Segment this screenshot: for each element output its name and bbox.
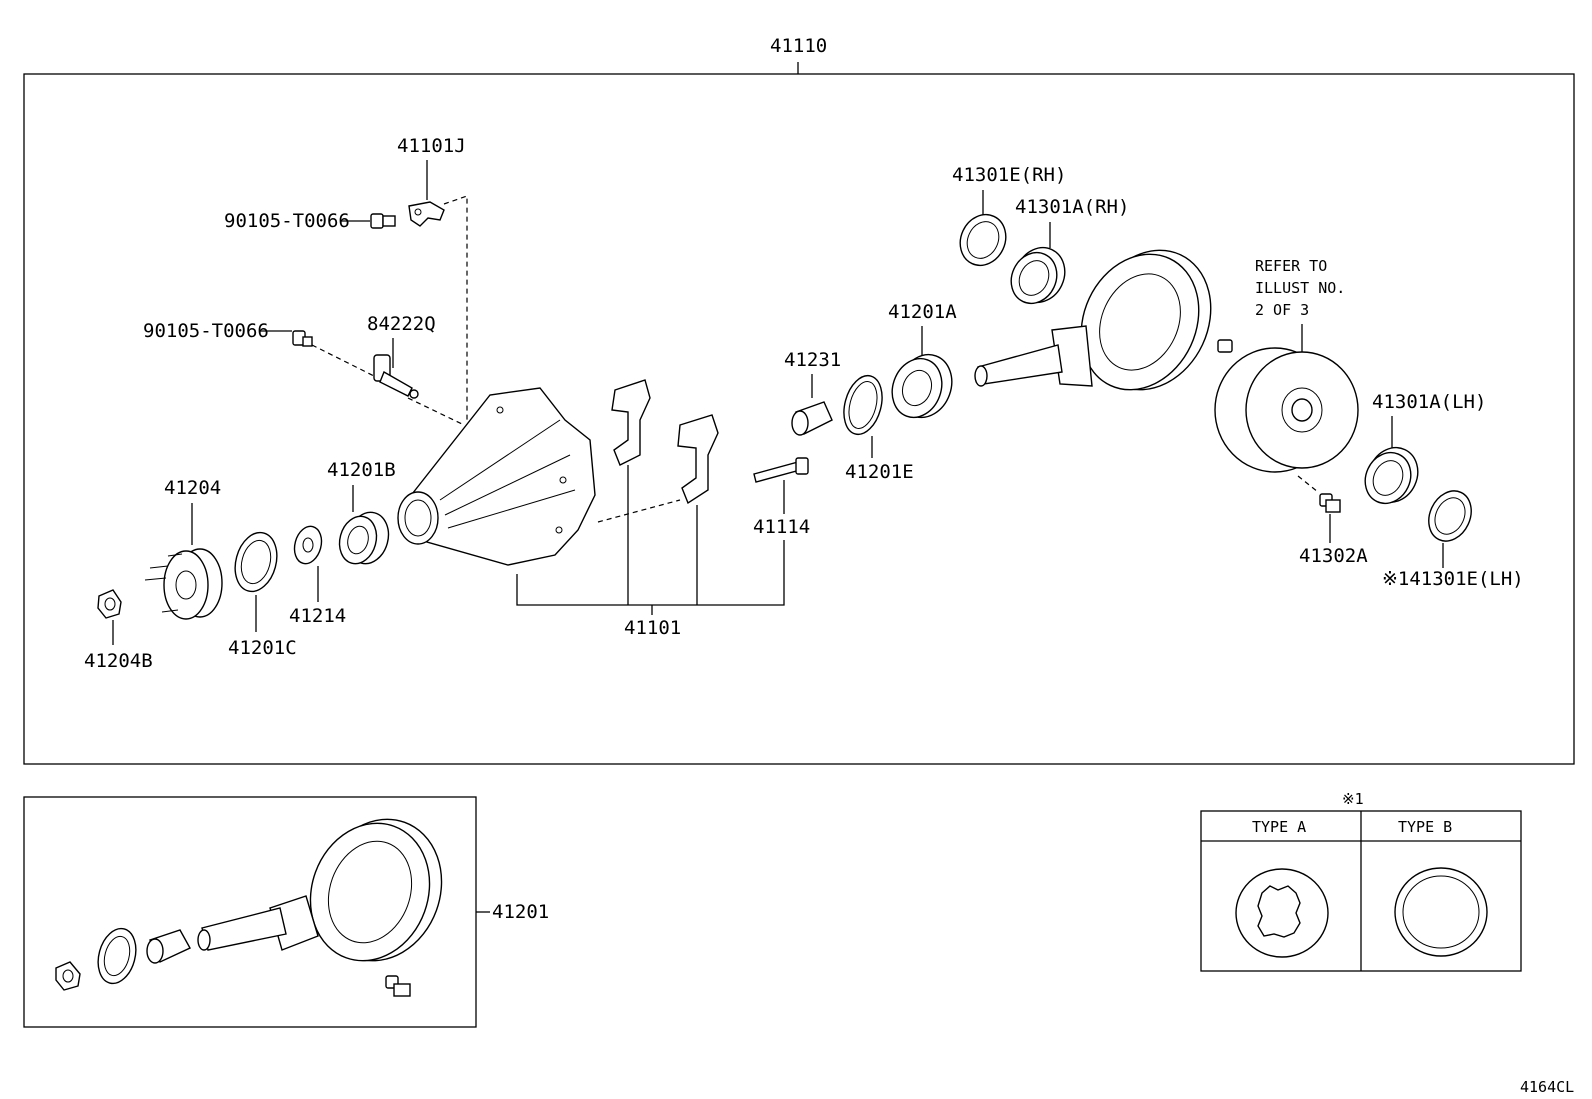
label-bolt-lower: 90105-T0066 bbox=[143, 320, 269, 342]
label-41301E-LH: ※141301E(LH) bbox=[1382, 568, 1524, 590]
label-41301A-LH: 41301A(LH) bbox=[1372, 391, 1486, 413]
sensor-bracket-41101J bbox=[408, 201, 445, 227]
bearing-cap-left bbox=[611, 379, 651, 466]
label-41204: 41204 bbox=[164, 477, 221, 499]
label-41101: 41101 bbox=[624, 617, 681, 639]
label-41301E-RH: 41301E(RH) bbox=[952, 164, 1066, 186]
speed-sensor-84222Q bbox=[373, 354, 419, 399]
bolt-41114 bbox=[753, 457, 809, 483]
subassembly-ring-gear-pinion bbox=[197, 818, 443, 962]
bearing-41201A bbox=[891, 353, 953, 419]
refer-note-line2: ILLUST NO. bbox=[1255, 279, 1345, 297]
bolt-lower bbox=[292, 330, 313, 347]
bolt-41302A bbox=[1319, 493, 1341, 513]
oil-seal-41301E-LH bbox=[1428, 490, 1472, 542]
subassembly-label: 41201 bbox=[492, 901, 549, 923]
bolt-upper bbox=[370, 213, 396, 229]
note-type-b: TYPE B bbox=[1398, 818, 1452, 836]
subassembly-seal bbox=[97, 927, 137, 985]
label-41214: 41214 bbox=[289, 605, 346, 627]
seal-41201E bbox=[843, 374, 883, 436]
label-bolt-upper: 90105-T0066 bbox=[224, 210, 350, 232]
bearing-41301A-RH bbox=[1010, 246, 1066, 305]
refer-note-line1: REFER TO bbox=[1255, 257, 1327, 275]
main-frame bbox=[23, 73, 1575, 765]
spacer-41231 bbox=[791, 401, 833, 436]
label-41201E: 41201E bbox=[845, 461, 914, 483]
label-41201C: 41201C bbox=[228, 637, 297, 659]
bearing-cap-right bbox=[677, 414, 719, 505]
label-41302A: 41302A bbox=[1299, 545, 1368, 567]
note-type-a: TYPE A bbox=[1252, 818, 1306, 836]
label-41114: 41114 bbox=[753, 516, 810, 538]
bearing-41201B bbox=[338, 511, 390, 565]
label-41201B: 41201B bbox=[327, 459, 396, 481]
oil-seal-41301E-RH bbox=[959, 213, 1007, 267]
carrier-housing-41101 bbox=[397, 387, 596, 566]
nut-41204B bbox=[97, 589, 122, 619]
companion-flange-41204 bbox=[144, 548, 223, 620]
illustration-code: 4164CL bbox=[1520, 1078, 1574, 1096]
label-41204B: 41204B bbox=[84, 650, 153, 672]
washer-41214 bbox=[293, 525, 323, 565]
label-41231: 41231 bbox=[784, 349, 841, 371]
subassembly-bolt bbox=[385, 975, 411, 997]
assembly-number-label: 41110 bbox=[770, 35, 827, 57]
seal-type-a-icon bbox=[1235, 868, 1329, 958]
differential-case bbox=[1214, 339, 1359, 473]
label-41101J: 41101J bbox=[397, 135, 466, 157]
label-41201A: 41201A bbox=[888, 301, 957, 323]
subassembly-spacer bbox=[146, 929, 191, 964]
bearing-41301A-LH bbox=[1364, 446, 1419, 505]
note-mark: ※1 bbox=[1342, 790, 1364, 808]
seal-41201C bbox=[234, 531, 278, 593]
refer-note-line3: 2 OF 3 bbox=[1255, 301, 1309, 319]
label-41301A-RH: 41301A(RH) bbox=[1015, 196, 1129, 218]
label-84222Q: 84222Q bbox=[367, 313, 436, 335]
seal-type-b-icon bbox=[1394, 867, 1488, 957]
ring-gear-pinion-set bbox=[974, 249, 1212, 391]
subassembly-nut bbox=[55, 961, 81, 991]
